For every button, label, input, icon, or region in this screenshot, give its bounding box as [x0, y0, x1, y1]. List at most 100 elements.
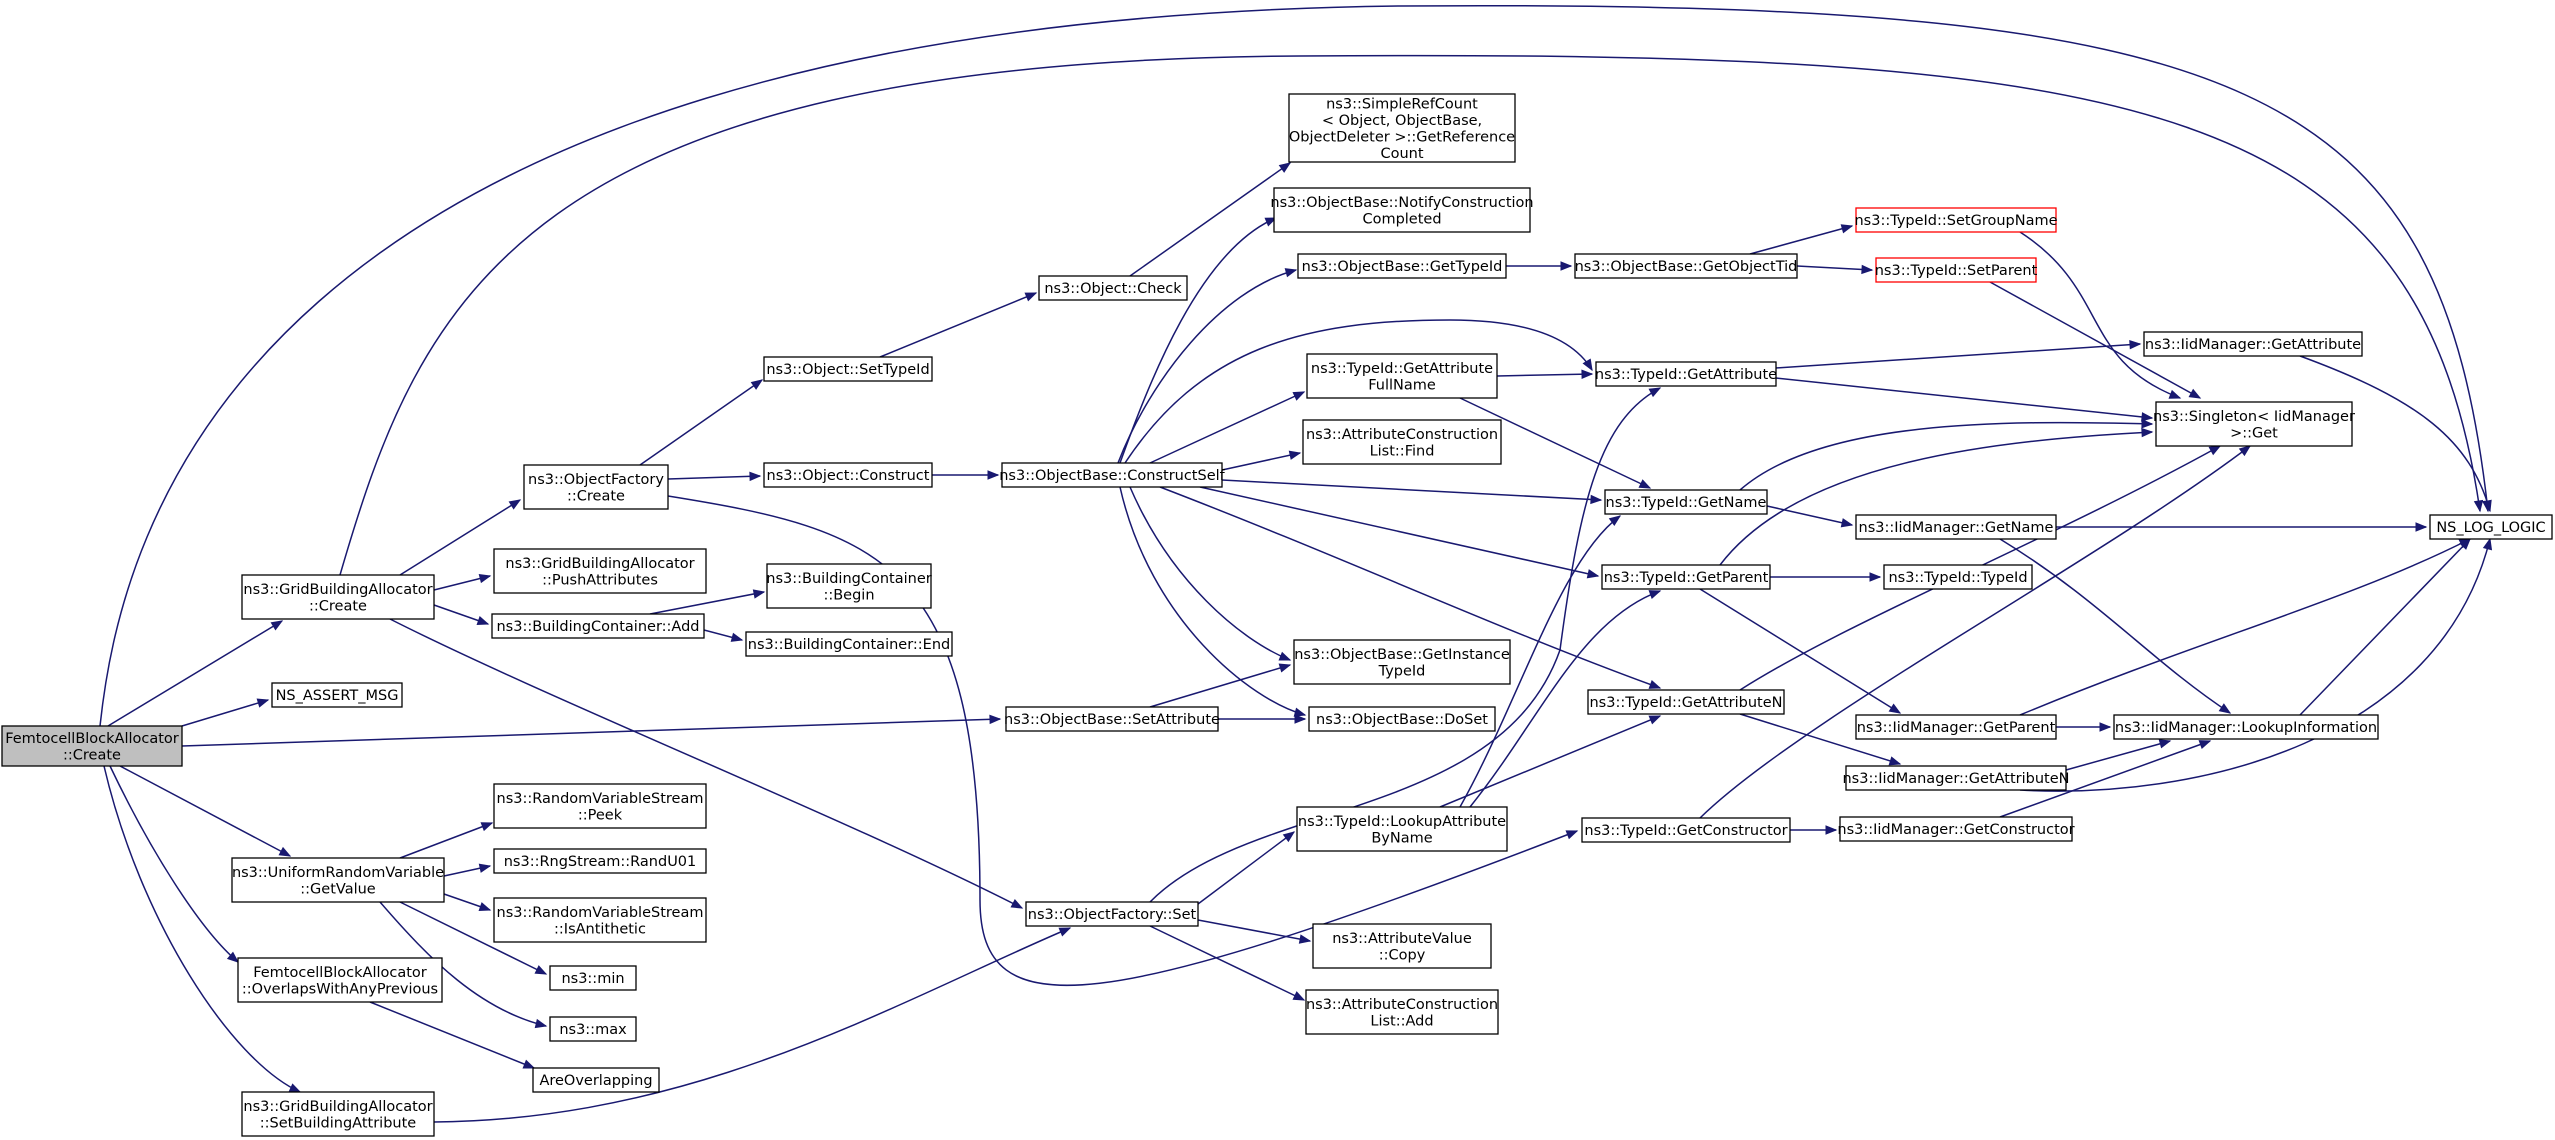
node-randu01[interactable]: ns3::RngStream::RandU01 — [493, 848, 707, 874]
node-label: ByName — [1371, 830, 1432, 846]
node-box — [231, 857, 445, 903]
node-label: ::IsAntithetic — [554, 921, 646, 937]
edge-gba_create-to-bc_add — [433, 604, 490, 625]
arrowhead — [1581, 369, 1594, 379]
edge-line — [1739, 421, 2153, 491]
edge-im_getname-to-im_lookupinfo — [1999, 538, 2232, 714]
node-label: ns3::ObjectBase::ConstructSelf — [999, 468, 1225, 484]
node-tid_setparent[interactable]: ns3::TypeId::SetParent — [1875, 257, 2038, 283]
edge-line — [1999, 538, 2231, 714]
node-box — [1273, 187, 1531, 233]
node-ob_doset[interactable]: ns3::ObjectBase::DoSet — [1308, 706, 1496, 732]
node-im_getname[interactable]: ns3::IidManager::GetName — [1855, 514, 2057, 540]
node-tid_getattrn[interactable]: ns3::TypeId::GetAttributeN — [1587, 689, 1785, 715]
edge-line — [1459, 397, 1651, 489]
edge-line — [1119, 217, 1277, 464]
node-label: FemtocellBlockAllocator — [5, 731, 179, 747]
node-singleton[interactable]: ns3::Singleton< IidManager>::Get — [2153, 401, 2355, 447]
edge-tid_getattr-to-singleton — [1775, 377, 2154, 422]
node-rvs_anti[interactable]: ns3::RandomVariableStream::IsAntithetic — [493, 897, 707, 943]
edge-line — [1117, 269, 1297, 464]
node-label: ns3::ObjectBase::SetAttribute — [1004, 712, 1220, 728]
edge-ob_getobjtid-to-tid_setparent — [1796, 264, 1874, 275]
edge-tid_getname-to-im_getname — [1766, 505, 1854, 528]
arrowhead — [1264, 217, 1278, 227]
node-obj_settypeid[interactable]: ns3::Object::SetTypeId — [763, 356, 933, 382]
edge-root-to-assert — [181, 698, 270, 727]
node-ns_log[interactable]: NS_LOG_LOGIC — [2429, 514, 2553, 540]
node-ob_setattr[interactable]: ns3::ObjectBase::SetAttribute — [1004, 706, 1220, 732]
edge-gba_create-to-push_attr — [433, 573, 492, 591]
edge-of_create-to-obj_settypeid — [639, 379, 764, 466]
node-min[interactable]: ns3::min — [549, 965, 637, 991]
edge-line — [639, 379, 763, 466]
node-box — [1296, 806, 1508, 852]
node-bc_add[interactable]: ns3::BuildingContainer::Add — [491, 613, 705, 639]
arrowhead — [750, 379, 764, 390]
node-obj_check[interactable]: ns3::Object::Check — [1038, 275, 1188, 301]
node-label: ns3::RandomVariableStream — [497, 791, 704, 807]
edge-line — [1124, 319, 1593, 464]
arrowhead — [1293, 707, 1307, 717]
node-tid_typeid[interactable]: ns3::TypeId::TypeId — [1883, 564, 2033, 590]
node-notify[interactable]: ns3::ObjectBase::NotifyConstructionCompl… — [1270, 187, 1534, 233]
node-set_bld_attr[interactable]: ns3::GridBuildingAllocator::SetBuildingA… — [241, 1091, 435, 1137]
node-overlaps_prev[interactable]: FemtocellBlockAllocator::OverlapsWithAny… — [237, 957, 443, 1003]
node-are_overlapping[interactable]: AreOverlapping — [532, 1067, 660, 1093]
node-bc_begin[interactable]: ns3::BuildingContainer::Begin — [766, 563, 932, 609]
arrowhead — [1284, 268, 1298, 278]
node-im_lookupinfo[interactable]: ns3::IidManager::LookupInformation — [2113, 714, 2379, 740]
arrowhead — [1638, 479, 1652, 489]
node-tid_getparent[interactable]: ns3::TypeId::GetParent — [1601, 564, 1771, 590]
node-assert[interactable]: NS_ASSERT_MSG — [271, 682, 403, 708]
node-label: ns3::ObjectBase::NotifyConstruction — [1270, 195, 1533, 211]
node-tid_getattr[interactable]: ns3::TypeId::GetAttribute — [1595, 361, 1777, 387]
node-box — [1308, 706, 1496, 732]
node-av_copy[interactable]: ns3::AttributeValue::Copy — [1312, 923, 1492, 969]
arrowhead — [1648, 679, 1662, 689]
edge-ob_constructself-to-tid_getattrn — [1159, 486, 1662, 689]
arrowhead — [2188, 388, 2202, 399]
node-tid_getname[interactable]: ns3::TypeId::GetName — [1604, 489, 1768, 515]
node-im_getattrn[interactable]: ns3::IidManager::GetAttributeN — [1842, 765, 2070, 791]
node-of_create[interactable]: ns3::ObjectFactory::Create — [523, 464, 669, 510]
node-im_getparent[interactable]: ns3::IidManager::GetParent — [1855, 714, 2057, 740]
node-ob_getobjtid[interactable]: ns3::ObjectBase::GetObjectTid — [1574, 253, 1798, 279]
node-ob_constructself[interactable]: ns3::ObjectBase::ConstructSelf — [999, 462, 1226, 488]
node-box — [241, 1091, 435, 1137]
node-tid_setgroup[interactable]: ns3::TypeId::SetGroupName — [1854, 207, 2058, 233]
node-obj_construct[interactable]: ns3::Object::Construct — [763, 462, 933, 488]
node-gba_create[interactable]: ns3::GridBuildingAllocator::Create — [241, 574, 435, 620]
node-tid_getctor[interactable]: ns3::TypeId::GetConstructor — [1581, 817, 1791, 843]
edge-ob_constructself-to-acl_find — [1221, 450, 1302, 471]
node-bc_end[interactable]: ns3::BuildingContainer::End — [745, 631, 953, 657]
node-max[interactable]: ns3::max — [549, 1016, 637, 1042]
node-label: ::Create — [567, 488, 625, 504]
arrowhead — [1288, 450, 1302, 460]
arrowhead — [1292, 991, 1306, 1001]
arrowhead — [1648, 387, 1662, 398]
node-im_getattr[interactable]: ns3::IidManager::GetAttribute — [2143, 331, 2363, 357]
edge-of_set-to-av_copy — [1197, 919, 1312, 944]
node-urv[interactable]: ns3::UniformRandomVariable::GetValue — [231, 857, 445, 903]
edge-line — [1149, 925, 1305, 1001]
node-im_getctor[interactable]: ns3::IidManager::GetConstructor — [1837, 816, 2075, 842]
edge-line — [667, 495, 1578, 987]
node-ob_gettypeid[interactable]: ns3::ObjectBase::GetTypeId — [1297, 253, 1507, 279]
node-box — [1005, 706, 1219, 732]
edge-line — [1129, 162, 1291, 277]
node-of_set[interactable]: ns3::ObjectFactory::Set — [1025, 901, 1199, 927]
node-refcount[interactable]: ns3::SimpleRefCount< Object, ObjectBase,… — [1288, 93, 1516, 163]
arrowhead — [2415, 522, 2428, 532]
node-rvs_peek[interactable]: ns3::RandomVariableStream::Peek — [493, 783, 707, 829]
node-root[interactable]: FemtocellBlockAllocator::Create — [1, 725, 183, 767]
edge-im_getattrn-to-im_lookupinfo — [2065, 739, 2172, 771]
node-box — [493, 848, 707, 874]
node-push_attr[interactable]: ns3::GridBuildingAllocator::PushAttribut… — [493, 548, 707, 594]
node-label: ns3::BuildingContainer::Add — [496, 619, 699, 635]
